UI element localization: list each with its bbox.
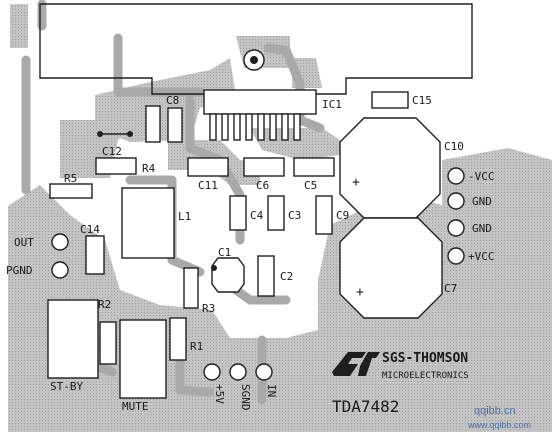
- heatsink-outline: [39, 3, 473, 95]
- label-pgnd: PGND: [6, 264, 33, 277]
- c6-body: [243, 157, 285, 177]
- watermark: qqibb.cn: [474, 405, 516, 417]
- c3-body: [267, 195, 285, 231]
- manufacturer-name: SGS-THOMSON: [382, 351, 468, 366]
- label-c14: C14: [80, 223, 100, 236]
- c2-body: [257, 255, 275, 297]
- st-logo: [332, 352, 380, 376]
- c5-body: [293, 157, 335, 177]
- c12-body: [95, 157, 137, 175]
- c11-body: [187, 157, 229, 177]
- label-c11: C11: [198, 179, 218, 192]
- pad-in: [255, 363, 273, 381]
- label-l1: L1: [178, 210, 191, 223]
- label-c15: C15: [412, 94, 432, 107]
- label-sgnd: SGND: [239, 384, 252, 411]
- ic1-package: IC1: [203, 89, 342, 141]
- label-c9: C9: [336, 209, 349, 222]
- label-c7: C7: [444, 282, 457, 295]
- jumper-wire: [97, 131, 133, 137]
- r3-body: [183, 267, 199, 309]
- label-c4: C4: [250, 209, 264, 222]
- c14-body: [85, 235, 105, 275]
- c7-polarity-mark: +: [356, 285, 364, 300]
- c15-body: [371, 91, 409, 109]
- label-r4: R4: [142, 162, 156, 175]
- c10-polarity-mark: +: [352, 175, 360, 190]
- label-c1: C1: [218, 246, 231, 259]
- pad-pgnd: [51, 261, 69, 279]
- c4-body: [229, 195, 247, 231]
- label-r5: R5: [64, 172, 77, 185]
- label-c6: C6: [256, 179, 269, 192]
- r5-body: [49, 183, 93, 199]
- r4-body: [145, 105, 161, 143]
- label-c5: C5: [304, 179, 317, 192]
- watermark-sub: www.qqibb.com: [467, 420, 531, 430]
- label-c12: C12: [102, 145, 122, 158]
- c10-body: [339, 117, 441, 219]
- c7-body: [339, 217, 443, 319]
- label-plus5v: +5V: [213, 384, 226, 404]
- pad-gnd-lower: [447, 219, 465, 237]
- label-out: OUT: [14, 236, 34, 249]
- label-r2: R2: [98, 298, 111, 311]
- pad-out: [51, 233, 69, 251]
- label-minus-vcc: -VCC: [468, 170, 495, 183]
- c1-body: [211, 257, 245, 293]
- label-c3: C3: [288, 209, 301, 222]
- mute-switch-outline: [119, 319, 167, 399]
- pad-minus-vcc: [447, 167, 465, 185]
- label-mute: MUTE: [122, 400, 149, 413]
- label-ic1: IC1: [322, 98, 342, 111]
- label-c2: C2: [280, 270, 293, 283]
- st-by-switch-outline: [47, 299, 99, 379]
- label-r1: R1: [190, 340, 203, 353]
- label-c8: C8: [166, 94, 179, 107]
- l1-body: [121, 187, 175, 259]
- pad-plus-vcc: [447, 247, 465, 265]
- label-gnd-upper: GND: [472, 195, 492, 208]
- c8-body: [167, 107, 183, 143]
- chip-name: TDA7482: [332, 397, 399, 416]
- label-in: IN: [265, 384, 278, 397]
- pad-plus5v: [203, 363, 221, 381]
- label-plus-vcc: +VCC: [468, 250, 495, 263]
- label-c10: C10: [444, 140, 464, 153]
- c9-body: [315, 195, 333, 235]
- label-r3: R3: [202, 302, 215, 315]
- label-gnd-lower: GND: [472, 222, 492, 235]
- pad-sgnd: [229, 363, 247, 381]
- r2-body: [99, 321, 117, 365]
- manufacturer-subtitle: MICROELECTRONICS: [382, 371, 469, 381]
- label-st-by: ST-BY: [50, 380, 83, 393]
- r1-body: [169, 317, 187, 361]
- pad-gnd-upper: [447, 192, 465, 210]
